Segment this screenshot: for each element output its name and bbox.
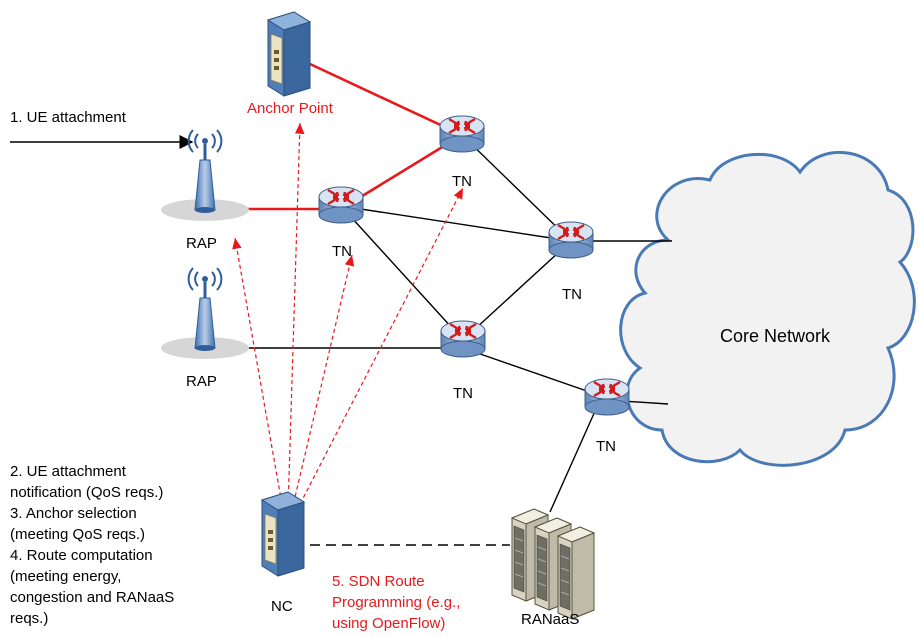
step-line: (meeting energy, (10, 568, 121, 585)
nc-server-icon (261, 491, 305, 577)
antenna-icon (159, 266, 251, 361)
ranaas-label: RANaaS (521, 611, 579, 628)
router-icon (583, 377, 631, 417)
steps-text: 2. UE attachment notification (QoS reqs.… (10, 463, 174, 627)
step-line: congestion and RANaaS (10, 589, 174, 606)
tn-label: TN (596, 438, 616, 455)
step-line: 2. UE attachment (10, 463, 127, 480)
rap-label: RAP (186, 373, 217, 390)
sdn-programming-text: 5. SDN Route Programming (e.g., using Op… (332, 573, 460, 632)
sdn-line: Programming (e.g., (332, 594, 460, 611)
router-icon (438, 114, 486, 154)
step-line: 3. Anchor selection (10, 505, 137, 522)
tn-label: TN (453, 385, 473, 402)
step-line: reqs.) (10, 610, 48, 627)
rap-label: RAP (186, 235, 217, 252)
tn-label: TN (332, 243, 352, 260)
router-icon (317, 185, 365, 225)
ue-attachment-label: 1. UE attachment (10, 109, 127, 126)
network-links (205, 134, 672, 513)
control-arrows (232, 122, 464, 511)
sdn-line: 5. SDN Route (332, 573, 425, 590)
step-line: 4. Route computation (10, 547, 153, 564)
antenna-icon (159, 128, 251, 223)
tn-label: TN (562, 286, 582, 303)
ranaas-rack-icon (557, 526, 595, 620)
router-icon (547, 220, 595, 260)
cloud-icon (619, 150, 916, 467)
step-line: notification (QoS reqs.) (10, 484, 163, 501)
core-network-label: Core Network (720, 326, 831, 346)
anchor-point-server-icon (267, 11, 311, 97)
nc-label: NC (271, 598, 293, 615)
anchor-point-label: Anchor Point (247, 100, 334, 117)
sdn-line: using OpenFlow) (332, 615, 445, 632)
router-icon (439, 319, 487, 359)
tn-label: TN (452, 173, 472, 190)
step-line: (meeting QoS reqs.) (10, 526, 145, 543)
